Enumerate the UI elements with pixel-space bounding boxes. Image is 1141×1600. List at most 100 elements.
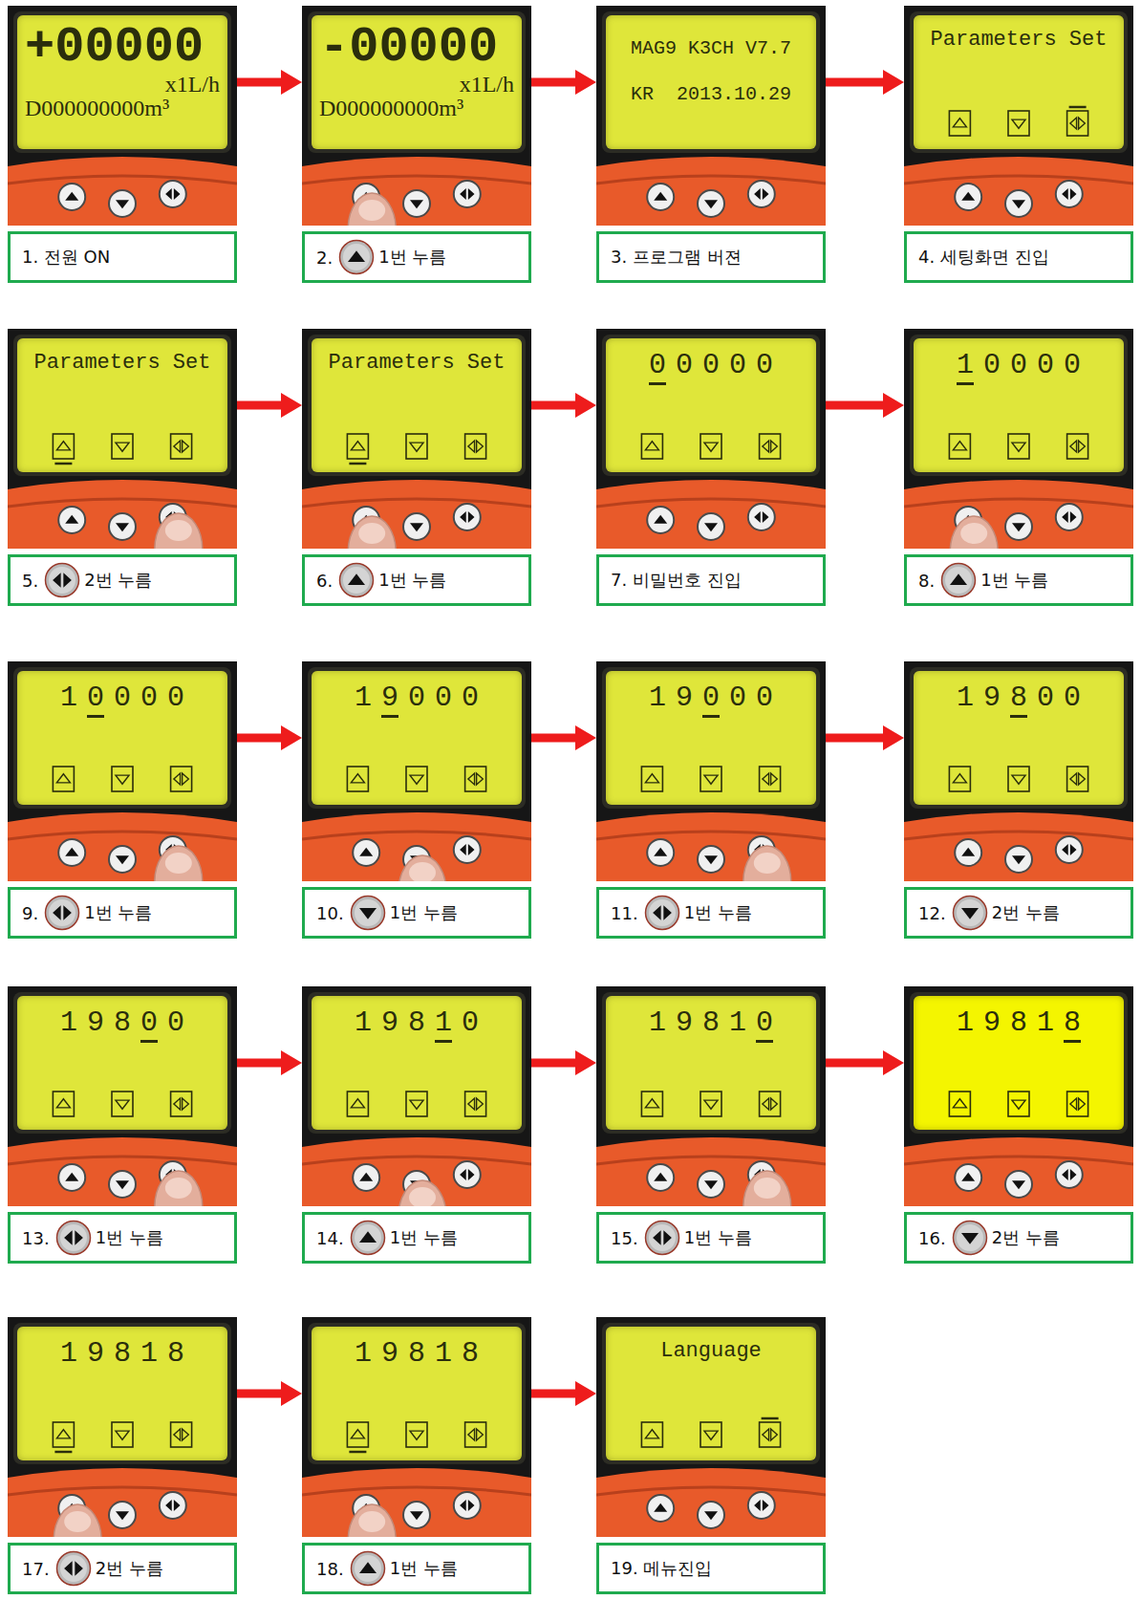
button-icon — [644, 1219, 681, 1256]
lcd-icon-box — [641, 433, 663, 459]
button-symbol — [653, 847, 668, 857]
step-caption-box: 12.2번 누름 — [904, 886, 1134, 939]
step-number: 11. — [610, 903, 639, 924]
photo-background — [7, 986, 237, 1206]
lcd-icon-row — [311, 760, 522, 801]
photo-background — [7, 5, 237, 226]
button-icon — [349, 1219, 387, 1256]
step-caption-box: 9.1번 누름 — [7, 886, 237, 939]
cursor-underline — [434, 1039, 453, 1043]
button-icon — [644, 894, 681, 931]
lcd-icon-box — [1008, 433, 1030, 459]
flow-arrow — [236, 1058, 281, 1068]
device-button — [108, 845, 136, 873]
step-instruction: 1번 누름 — [84, 901, 152, 925]
device-button — [453, 503, 481, 531]
lcd-icon-box — [52, 433, 74, 459]
cursor-underline — [761, 1417, 779, 1421]
device-photo — [7, 661, 237, 919]
lcd-screen: 19000 — [605, 670, 817, 805]
button-symbol — [1011, 1180, 1026, 1189]
device-photo — [596, 328, 826, 549]
step-instruction: 1번 누름 — [378, 245, 447, 269]
button-symbol — [1061, 511, 1077, 523]
lcd-icon-box — [171, 766, 193, 792]
lcd-icon-symbol — [645, 441, 659, 451]
button-symbol — [359, 847, 373, 857]
lcd-frame — [13, 1322, 232, 1464]
device-photo — [7, 328, 237, 586]
device-button — [403, 1501, 431, 1529]
lcd-screen: 19000 — [311, 670, 522, 805]
lcd-icon-box — [406, 766, 428, 792]
device-body — [7, 156, 237, 226]
lcd-frame — [13, 667, 232, 809]
step-instruction: 1번 누름 — [389, 1226, 458, 1249]
step-number: 14. — [316, 1227, 345, 1249]
lcd-screen: Parameters Set — [17, 338, 228, 473]
lcd-text: D000000000m³ — [319, 96, 515, 121]
lcd-icon-row — [311, 428, 522, 469]
button-symbol — [704, 522, 718, 532]
finger — [398, 1180, 447, 1206]
device-button — [108, 190, 136, 217]
lcd-screen: Parameters Set — [913, 15, 1124, 150]
lcd-icon-row — [17, 1085, 228, 1126]
lcd-icon-box — [52, 1421, 74, 1447]
button-symbol — [753, 1499, 769, 1511]
lcd-icon-box — [52, 766, 74, 792]
lcd-text: x1L/h — [319, 72, 515, 97]
body-contour — [596, 831, 826, 840]
lcd-screen: Language — [605, 1326, 817, 1461]
lcd-icon-symbol — [468, 773, 483, 785]
body-contour — [7, 831, 237, 840]
finger — [154, 845, 203, 882]
lcd-icon-box — [111, 433, 133, 459]
step-caption-box: 6.1번 누름 — [301, 554, 532, 606]
body-contour — [7, 498, 237, 507]
device-button — [646, 839, 674, 866]
device-photo — [596, 986, 826, 1244]
lcd-icon-symbol — [704, 1430, 718, 1440]
lcd-icon-symbol — [173, 773, 189, 785]
lcd-icon-symbol — [762, 440, 777, 453]
step-number: 18. — [316, 1558, 345, 1579]
lcd-icon-box — [641, 766, 663, 792]
lcd-icon-symbol — [1070, 773, 1085, 785]
step-instruction: 1번 누름 — [684, 901, 753, 925]
device-photo — [7, 5, 237, 226]
lcd-icon-symbol — [952, 1098, 967, 1108]
cursor-underline — [1010, 714, 1028, 718]
lcd-icon-box — [700, 433, 722, 459]
body-contour — [301, 831, 532, 840]
lcd-icon-symbol — [952, 774, 967, 783]
body-contour — [7, 175, 237, 184]
button-symbol — [115, 522, 130, 532]
body-contour — [904, 175, 1134, 184]
lcd-icon-symbol — [56, 774, 70, 783]
device-photo — [301, 1316, 532, 1577]
lcd-icon-row — [311, 1416, 522, 1457]
lcd-icon-box — [111, 766, 133, 792]
device-button — [954, 183, 982, 211]
button-symbol — [1061, 843, 1077, 856]
lcd-number: 19800 — [947, 682, 1091, 714]
body-contour — [904, 831, 1134, 840]
lcd-icon-box — [759, 1421, 781, 1447]
cursor-underline — [54, 462, 72, 466]
lcd-icon-symbol — [952, 118, 967, 128]
lcd-frame — [909, 334, 1128, 476]
button-icon — [940, 561, 977, 599]
lcd-icon-symbol — [115, 1099, 130, 1109]
device-button — [697, 845, 725, 873]
finger — [743, 1170, 792, 1206]
device-button — [403, 190, 431, 217]
flow-arrow — [531, 401, 576, 410]
lcd-icon-symbol — [350, 774, 365, 783]
lcd-icon-symbol — [1011, 1099, 1026, 1109]
step-number: 16. — [918, 1227, 947, 1249]
button-icon — [338, 238, 375, 276]
body-contour — [301, 1156, 532, 1164]
lcd-number: 10000 — [947, 349, 1091, 382]
step-caption-box: 3. 프로그램 버젼 — [596, 231, 826, 283]
